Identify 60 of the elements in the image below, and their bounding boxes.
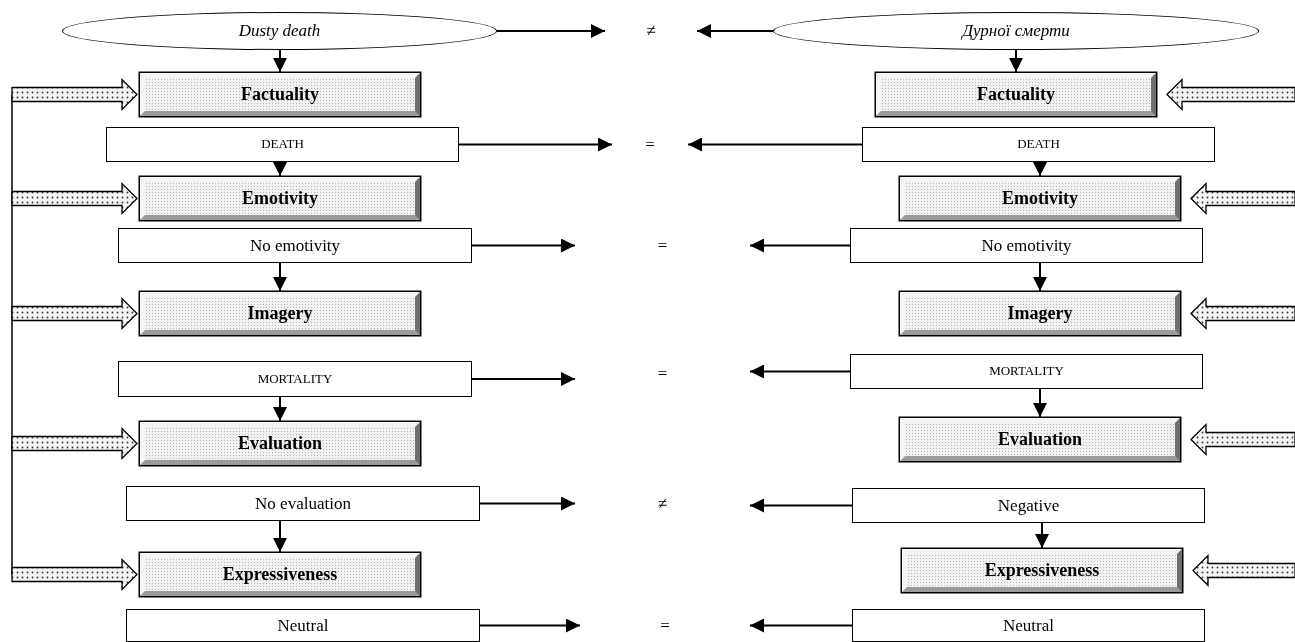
arrow — [696, 24, 774, 38]
arrow — [749, 364, 851, 379]
value-box: DEATH — [106, 127, 459, 162]
value-box: MORTALITY — [118, 361, 472, 397]
value-box: Negative — [852, 488, 1205, 523]
hollow-arrow — [11, 557, 138, 592]
category-box: Factuality — [876, 73, 1156, 116]
arrow — [273, 262, 287, 292]
comparison-sign: = — [575, 228, 750, 263]
comparison-sign: ≠ — [575, 486, 750, 521]
category-box: Evaluation — [900, 418, 1180, 461]
hollow-arrow — [11, 181, 138, 216]
comparison-sign: ≠ — [605, 14, 697, 48]
value-box: MORTALITY — [850, 354, 1203, 389]
arrow — [471, 372, 576, 386]
arrow — [273, 161, 287, 177]
arrow — [749, 498, 853, 513]
value-box: No emotivity — [118, 228, 472, 263]
arrow — [273, 396, 287, 422]
value-box: Neutral — [852, 609, 1205, 642]
category-box: Imagery — [900, 292, 1180, 335]
category-box: Emotivity — [900, 177, 1180, 220]
arrow — [479, 618, 581, 633]
comparison-sign: = — [612, 127, 688, 162]
arrow — [1033, 388, 1047, 418]
category-box: Evaluation — [140, 422, 420, 465]
hollow-arrow — [1166, 77, 1295, 112]
category-box: Imagery — [140, 292, 420, 335]
hollow-arrow — [1192, 553, 1295, 588]
arrow — [1033, 161, 1047, 177]
hollow-arrow — [1190, 422, 1295, 457]
arrow — [273, 520, 287, 553]
value-box: DEATH — [862, 127, 1215, 162]
hollow-arrow — [11, 426, 138, 461]
hollow-arrow — [11, 296, 138, 331]
category-box: Factuality — [140, 73, 420, 116]
arrow — [479, 496, 576, 511]
category-box: Expressiveness — [902, 549, 1182, 592]
value-box: No evaluation — [126, 486, 480, 521]
comparison-sign: = — [575, 356, 750, 392]
arrow — [749, 238, 851, 253]
value-box: Neutral — [126, 609, 480, 642]
hollow-arrow — [1190, 181, 1295, 216]
term-ellipse: Dusty death — [62, 12, 497, 50]
term-ellipse: Дурної смерти — [773, 12, 1259, 50]
arrow — [749, 618, 853, 633]
arrow — [1009, 49, 1023, 73]
arrow — [471, 238, 576, 253]
comparison-sign: = — [580, 609, 750, 642]
arrow — [687, 137, 863, 152]
hollow-arrow — [1190, 296, 1295, 331]
value-box: No emotivity — [850, 228, 1203, 263]
arrow — [458, 137, 613, 152]
arrow — [1033, 262, 1047, 292]
arrow — [496, 24, 606, 38]
hollow-arrow — [11, 77, 138, 112]
category-box: Emotivity — [140, 177, 420, 220]
arrow — [1035, 522, 1049, 549]
category-box: Expressiveness — [140, 553, 420, 596]
arrow — [273, 49, 287, 73]
